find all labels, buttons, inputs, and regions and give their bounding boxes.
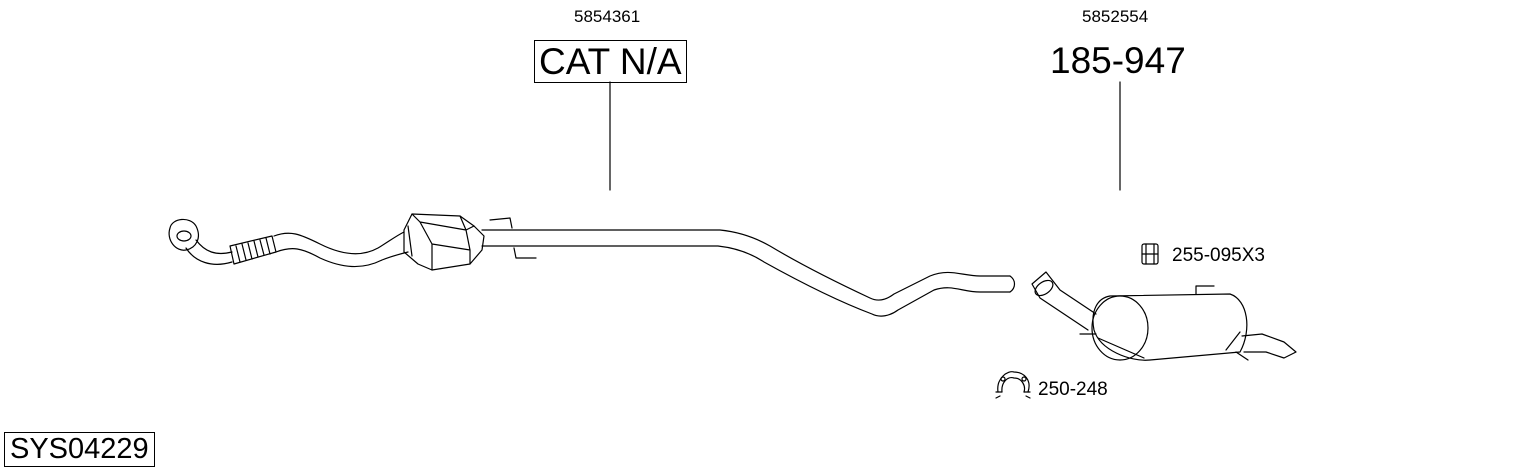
inlet-bend — [185, 239, 233, 265]
rear-hanger — [1079, 285, 1249, 361]
tail-pipe — [1241, 333, 1297, 359]
rear-inlet-pipe — [1031, 271, 1097, 331]
clamp-icon — [995, 371, 1031, 399]
clamp-number: 250-248 — [1038, 379, 1108, 400]
silencer-body — [1092, 293, 1248, 361]
inlet-flange — [168, 218, 199, 251]
front-part-number: CAT N/A — [534, 40, 687, 83]
rear-oem-number: 5852554 — [1082, 7, 1149, 26]
hanger-bracket — [489, 217, 537, 259]
silencer-strap — [1097, 331, 1241, 359]
flex-joint — [229, 235, 277, 265]
silencer-front-face — [1091, 295, 1149, 361]
rear-inlet-end — [1034, 279, 1054, 297]
mid-pipe — [481, 229, 1011, 317]
front-oem-number: 5854361 — [574, 7, 641, 26]
system-id: SYS04229 — [4, 432, 155, 467]
rubber-mount-number: 255-095X3 — [1172, 245, 1265, 266]
catalytic-converter — [403, 213, 485, 271]
rubber-mount-icon — [1141, 243, 1159, 265]
rear-part-number: 185-947 — [1050, 40, 1186, 81]
front-pipe-assembly — [168, 213, 537, 271]
rear-silencer-assembly — [1031, 271, 1297, 361]
inlet-flange-hole — [176, 230, 192, 242]
front-pipe — [273, 231, 409, 268]
mid-pipe-end — [1009, 275, 1016, 293]
